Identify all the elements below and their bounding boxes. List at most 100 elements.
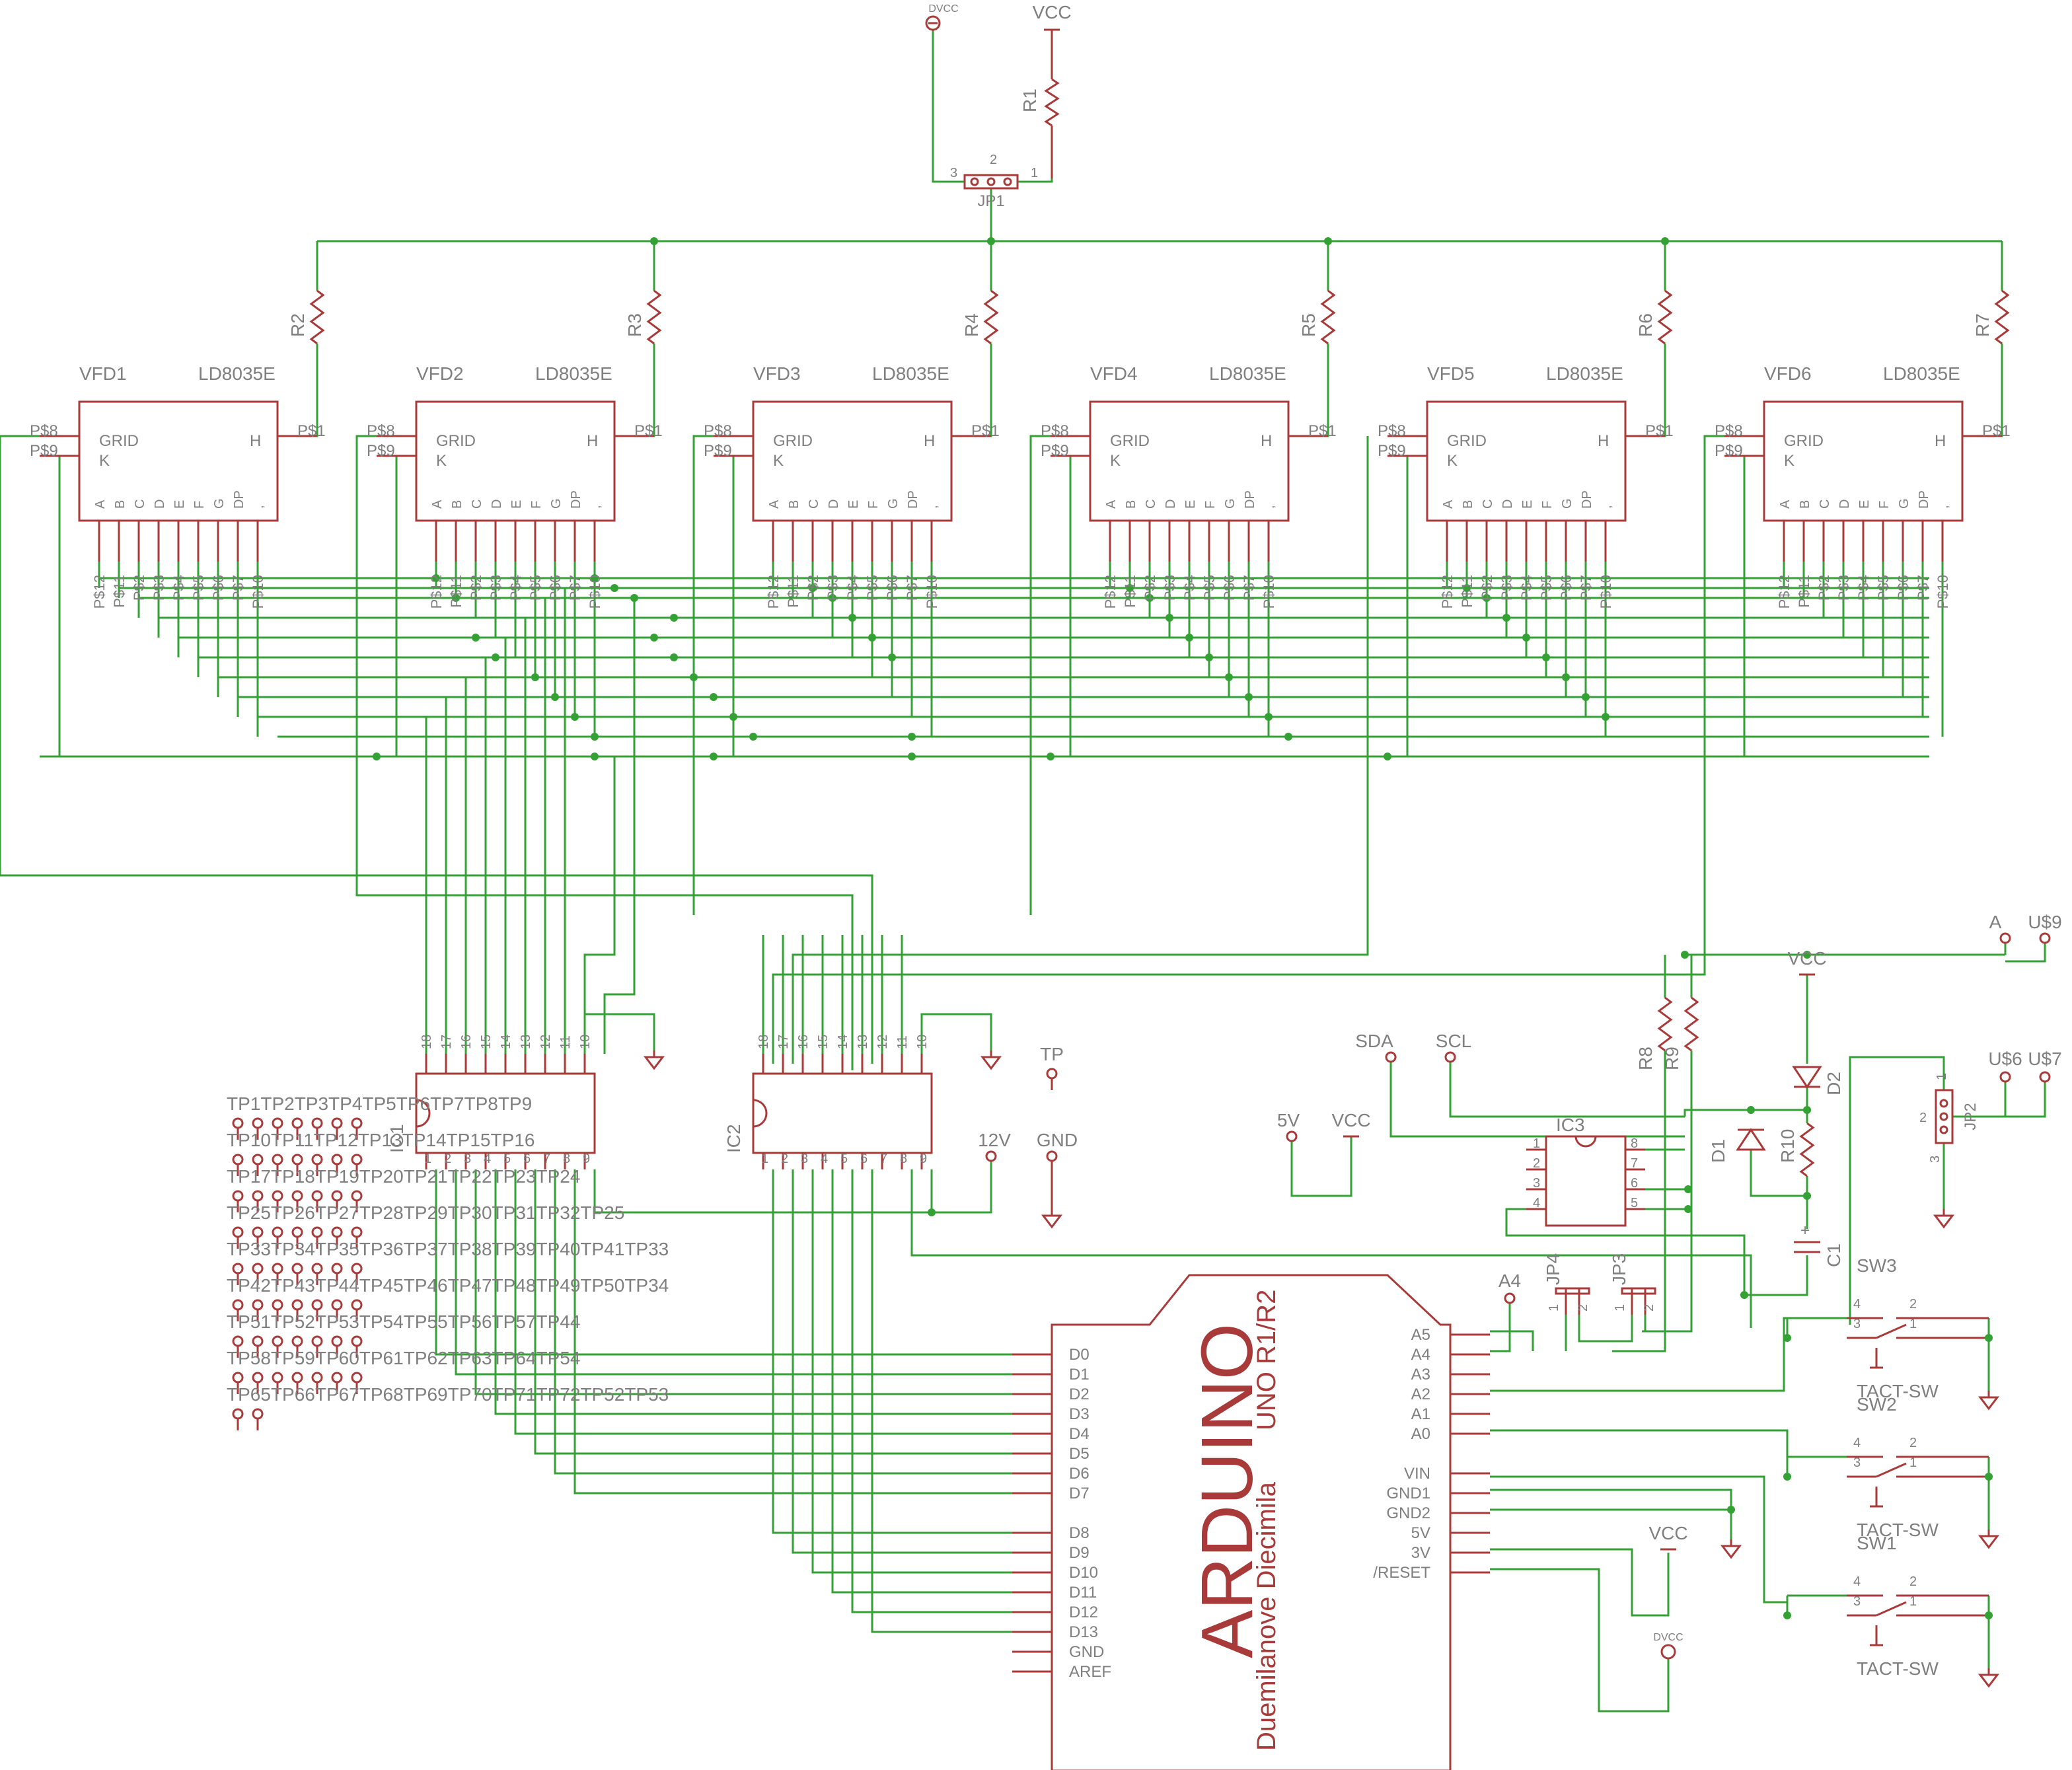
test-pad xyxy=(331,1372,343,1383)
test-pad xyxy=(985,1150,997,1162)
tp-label: TP xyxy=(1040,1044,1064,1064)
test-pad xyxy=(252,1190,264,1202)
junction-dot xyxy=(710,753,718,760)
junction-dot xyxy=(551,693,559,701)
vfd-grid-pin: GRID xyxy=(436,432,476,450)
vfd3-ps8-return xyxy=(692,435,714,915)
jp4-pin-2: 2 xyxy=(1576,1304,1590,1311)
test-pad xyxy=(232,1335,244,1347)
u7-label: U$7 xyxy=(2028,1049,2061,1069)
a4-label: A4 xyxy=(1498,1271,1521,1291)
test-pad xyxy=(252,1299,264,1311)
junction-dot xyxy=(1783,1611,1791,1619)
switch-name: SW2 xyxy=(1857,1394,1897,1415)
jp2-pin xyxy=(1939,1125,1948,1134)
junction-dot xyxy=(888,653,896,661)
vfd-segment-label: A xyxy=(767,499,782,509)
resistor-label: R2 xyxy=(287,313,308,337)
vfd-bottom-pin-label: P$10 xyxy=(587,575,603,608)
vfd-grid-pin: GRID xyxy=(1784,432,1824,450)
vfd-bottom-pin-label: P$4 xyxy=(507,575,524,601)
a4-wire xyxy=(1490,1303,1511,1352)
vfd-segment-label: D xyxy=(153,499,167,509)
ic1-to-arduino xyxy=(554,1169,1012,1475)
vfd-segment-label: E xyxy=(172,500,187,509)
vfd-ps1-label: P$1 xyxy=(971,422,1000,440)
arduino-pin-D4: D4 xyxy=(1069,1425,1090,1443)
vfd-k-pin: K xyxy=(436,452,447,470)
testpoint-label: TP58TP59TP60TP61TP62TP63TP64TP54 xyxy=(227,1348,580,1368)
test-pad xyxy=(351,1154,363,1165)
test-pad xyxy=(272,1263,283,1274)
ic2-top-pin: 17 xyxy=(776,1035,791,1049)
test-pad xyxy=(291,1190,303,1202)
vfd-segment-label: F xyxy=(1203,501,1218,509)
test-pad xyxy=(351,1190,363,1202)
d1-link xyxy=(1684,1109,1751,1117)
arduino-pin-D3: D3 xyxy=(1069,1405,1090,1423)
vfd2-ps8-return xyxy=(355,435,854,1070)
arduino-pin-5V: 5V xyxy=(1411,1524,1430,1542)
ic3-left-pin: 4 xyxy=(1533,1196,1540,1210)
u9-label: U$9 xyxy=(2028,912,2061,932)
vfd-segment-label: E xyxy=(1857,500,1872,509)
vfd-bottom-pin-label: P$11 xyxy=(785,575,801,608)
vfd-bottom-pin-label: P$2 xyxy=(1816,575,1832,601)
vfd-bottom-pin-label: P$7 xyxy=(567,575,583,601)
vfd-segment-label: D xyxy=(827,499,841,509)
vfd-segment-label: E xyxy=(846,500,861,509)
vfd-segment-label: F xyxy=(1877,501,1892,509)
vfd-segment-label: G xyxy=(1223,498,1238,509)
vfd-segment-label: A xyxy=(1441,499,1456,509)
vfd-segment-label: DP xyxy=(232,490,246,509)
vfd-bottom-pin-label: P$2 xyxy=(468,575,484,601)
vfd-bottom-pin-label: P$6 xyxy=(210,575,227,601)
vfd-bottom-pin-label: P$6 xyxy=(884,575,901,601)
5v-vcc xyxy=(1490,1548,1670,1617)
junction-dot xyxy=(1126,584,1134,592)
ic2-top-pin: 10 xyxy=(915,1035,930,1049)
switch-pin-3: 3 xyxy=(1853,1456,1861,1470)
arduino-pin-A3: A3 xyxy=(1411,1366,1430,1383)
vfd-segment-label: C xyxy=(470,499,484,509)
vfd-bottom-pin-label: P$12 xyxy=(1102,575,1119,608)
r9-resistor xyxy=(1684,996,1699,1052)
vfd-ps9-label: P$9 xyxy=(1378,442,1406,460)
junction-dot xyxy=(1803,1192,1811,1200)
switch-pin-4: 4 xyxy=(1853,1574,1861,1589)
switch-type: TACT-SW xyxy=(1857,1520,1939,1540)
junction-dot xyxy=(848,614,856,622)
vfd-segment-label: F xyxy=(192,501,207,509)
arduino-pin-AREF: AREF xyxy=(1069,1663,1111,1681)
vfd-bottom-pin-label: P$2 xyxy=(1479,575,1495,601)
switch-lever xyxy=(1876,1462,1907,1478)
junction-dot xyxy=(452,594,460,602)
jp3-pad xyxy=(1621,1287,1656,1295)
vfd-segment-label: D xyxy=(1164,499,1178,509)
test-pad xyxy=(1444,1051,1456,1063)
arduino-pin-GND: GND xyxy=(1069,1643,1104,1661)
vfd-k-pin: K xyxy=(99,452,110,470)
v12-label: 12V xyxy=(978,1130,1011,1150)
junction-dot xyxy=(1146,594,1154,602)
jp1-body xyxy=(963,174,1019,190)
ic1-bottom-pin: 9 xyxy=(583,1152,590,1166)
junction-dot xyxy=(1740,1291,1748,1299)
sda-wire xyxy=(1389,1062,1685,1138)
vfd-segment-label: F xyxy=(529,501,544,509)
test-pad xyxy=(252,1117,264,1129)
vfd-segment-label: C xyxy=(1818,499,1832,509)
junction-dot xyxy=(1284,733,1292,741)
test-pad xyxy=(272,1226,283,1238)
vfd4-ps8-return xyxy=(1029,435,1070,915)
test-pad xyxy=(1046,1150,1058,1162)
ic1-pin11 xyxy=(583,756,616,1054)
jp1-pin xyxy=(1003,177,1012,186)
vfd-bottom-pin-label: P$7 xyxy=(904,575,920,601)
ic1-to-arduino xyxy=(455,1169,1012,1376)
arduino-pin-D1: D1 xyxy=(1069,1366,1090,1383)
ic2-bottom-pin: 5 xyxy=(840,1152,848,1166)
test-pad xyxy=(291,1372,303,1383)
jp2-pin-1: 1 xyxy=(1935,1073,1949,1080)
vfd-part: LD8035E xyxy=(535,363,612,384)
